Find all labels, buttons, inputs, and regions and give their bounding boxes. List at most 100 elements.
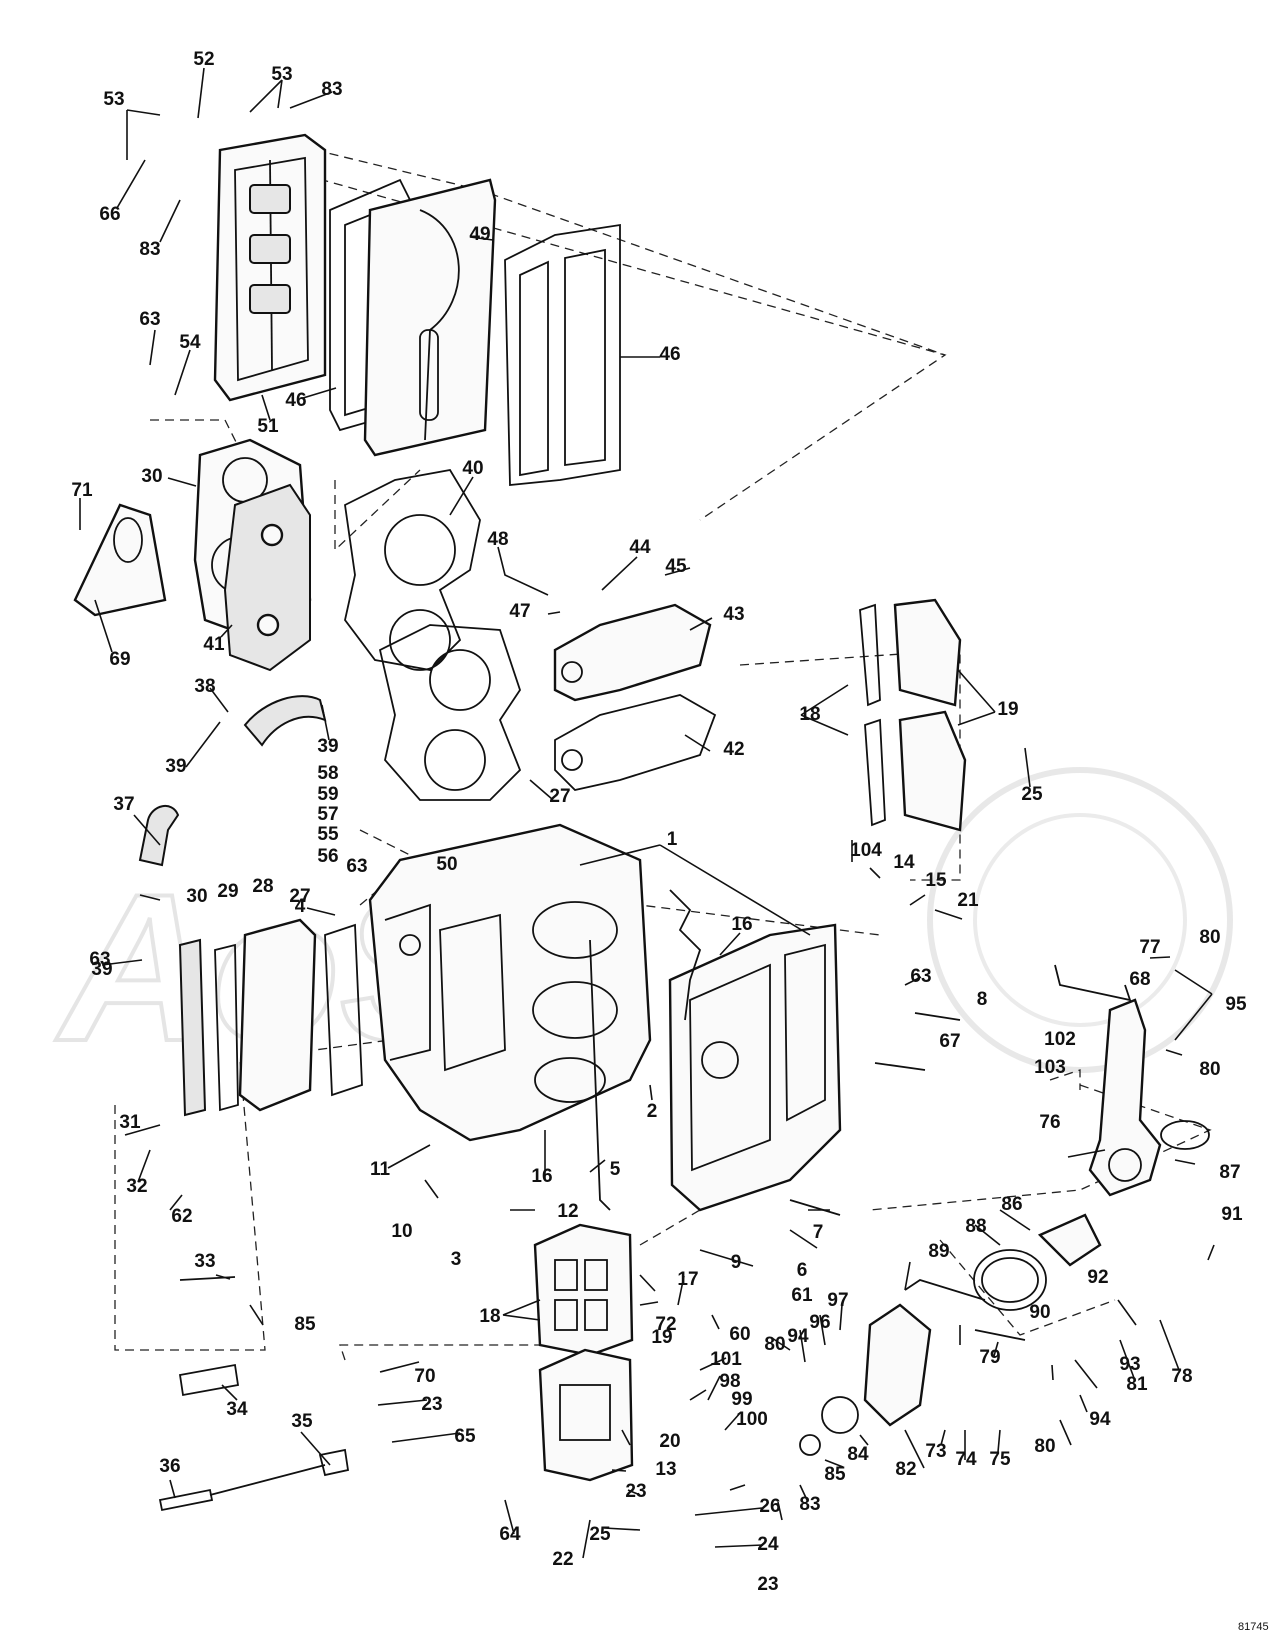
callout-25: 25	[589, 1524, 611, 1545]
callout-57: 57	[317, 804, 338, 825]
callout-63: 63	[910, 966, 931, 987]
head-gasket-41	[223, 483, 311, 672]
callout-17: 17	[677, 1269, 698, 1290]
callout-47: 47	[509, 601, 530, 622]
callout-4: 4	[295, 896, 306, 917]
callout-76: 76	[1039, 1112, 1060, 1133]
callout-53: 53	[271, 64, 292, 85]
callout-81: 81	[1126, 1374, 1148, 1395]
crankcase-half-1	[668, 923, 842, 1212]
callout-74: 74	[955, 1449, 977, 1470]
callout-19: 19	[651, 1327, 672, 1348]
callout-13: 13	[655, 1459, 676, 1480]
reed-19-lower	[898, 710, 967, 832]
callout-90: 90	[1029, 1302, 1050, 1323]
callout-63: 63	[139, 309, 160, 330]
callout-104: 104	[850, 840, 882, 861]
cover-28	[238, 918, 317, 1112]
callout-21: 21	[957, 890, 979, 911]
callout-67: 67	[939, 1031, 960, 1052]
reed-18-upper	[859, 603, 881, 707]
rod-77	[1054, 964, 1132, 1002]
callout-75: 75	[989, 1449, 1011, 1470]
rod-89	[904, 1279, 986, 1301]
callout-72: 72	[655, 1314, 676, 1335]
callout-93: 93	[1119, 1354, 1140, 1375]
wire-16	[589, 889, 702, 1211]
callout-10: 10	[391, 1221, 412, 1242]
callout-54: 54	[179, 332, 201, 353]
callout-80: 80	[1199, 1059, 1220, 1080]
gasket-30-lower	[178, 938, 207, 1117]
callout-9: 9	[731, 1252, 742, 1273]
crankcase-1	[368, 823, 652, 1142]
callout-15: 15	[925, 870, 947, 891]
callout-36: 36	[159, 1456, 180, 1477]
callout-46: 46	[285, 390, 306, 411]
callout-2: 2	[647, 1101, 658, 1122]
callout-30: 30	[186, 886, 207, 907]
callout-77: 77	[1139, 937, 1160, 958]
cable-35	[209, 1448, 350, 1496]
callout-83: 83	[321, 79, 342, 100]
callout-39: 39	[317, 736, 338, 757]
callout-20: 20	[659, 1431, 680, 1452]
callout-65: 65	[454, 1426, 476, 1447]
callout-50: 50	[436, 854, 457, 875]
drawing-code: 81745	[1238, 1621, 1269, 1633]
hose-38	[243, 695, 327, 747]
stud-34	[178, 1363, 240, 1397]
callout-18: 18	[479, 1306, 500, 1327]
callout-52: 52	[193, 49, 214, 70]
callout-94: 94	[787, 1326, 809, 1347]
callout-80: 80	[1199, 927, 1220, 948]
callout-96: 96	[809, 1312, 830, 1333]
callout-64: 64	[499, 1524, 521, 1545]
callout-32: 32	[126, 1176, 147, 1197]
callout-61: 61	[791, 1285, 813, 1306]
throttle-lever-76	[1088, 998, 1162, 1197]
callout-63: 63	[346, 856, 367, 877]
callout-48: 48	[487, 529, 508, 550]
callout-37: 37	[113, 794, 134, 815]
callout-66: 66	[99, 204, 120, 225]
callout-42: 42	[723, 739, 744, 760]
callout-87: 87	[1219, 1162, 1240, 1183]
callout-101: 101	[710, 1349, 742, 1370]
callout-22: 22	[552, 1549, 573, 1570]
callout-23: 23	[421, 1394, 442, 1415]
callout-62: 62	[171, 1206, 192, 1227]
callout-59: 59	[317, 784, 338, 805]
callout-91: 91	[1221, 1204, 1243, 1225]
callout-98: 98	[719, 1371, 740, 1392]
callout-100: 100	[736, 1409, 768, 1430]
callout-102: 102	[1044, 1029, 1076, 1050]
callout-60: 60	[729, 1324, 750, 1345]
callout-85: 85	[294, 1314, 316, 1335]
callout-45: 45	[665, 556, 687, 577]
callout-84: 84	[847, 1444, 869, 1465]
gasket-46-right	[504, 223, 621, 486]
callout-89: 89	[928, 1241, 949, 1262]
callout-19: 19	[997, 699, 1018, 720]
callout-80: 80	[764, 1334, 785, 1355]
callout-88: 88	[965, 1216, 986, 1237]
callout-56: 56	[317, 846, 338, 867]
callout-97: 97	[827, 1290, 848, 1311]
callout-46: 46	[659, 344, 680, 365]
callout-44: 44	[629, 537, 651, 558]
callout-30: 30	[141, 466, 162, 487]
callout-25: 25	[1021, 784, 1043, 805]
callout-95: 95	[1225, 994, 1247, 1015]
callout-103: 103	[1034, 1057, 1066, 1078]
callout-41: 41	[203, 634, 225, 655]
ring-86	[1037, 1213, 1102, 1267]
callout-7: 7	[813, 1222, 824, 1243]
callout-16: 16	[731, 914, 752, 935]
callout-27: 27	[549, 786, 570, 807]
callout-3: 3	[451, 1249, 462, 1270]
callout-58: 58	[317, 763, 338, 784]
callout-8: 8	[977, 989, 988, 1010]
callout-85: 85	[824, 1464, 846, 1485]
